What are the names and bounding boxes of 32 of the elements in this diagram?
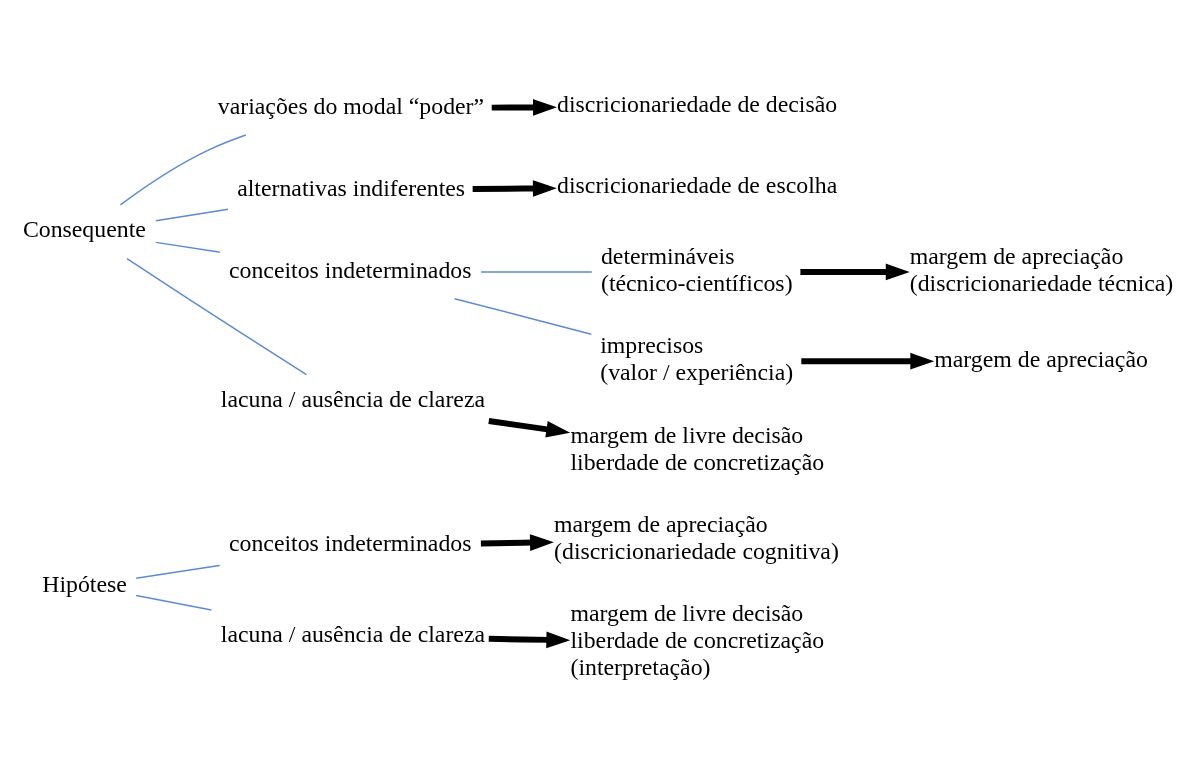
node-text: conceitos indeterminados [228, 256, 472, 283]
node-text: margem de livre decisão liberdade de concretização (interpretação) [570, 600, 825, 680]
node-text: determináveis (técnico-científicos) [600, 243, 793, 296]
node-text: Consequente [22, 216, 146, 243]
connector [135, 564, 221, 579]
arrow [488, 418, 571, 438]
node-text: variações do modal “poder” [217, 92, 485, 119]
arrow [480, 534, 554, 551]
arrow [801, 352, 935, 370]
node-text: margem de apreciação (discricionariedade técnica) [909, 243, 1174, 296]
node-text: lacuna / ausência de clareza [220, 621, 486, 648]
node-text: margem de apreciação (discricionariedade cognitiva) [554, 511, 839, 564]
connector [155, 208, 229, 222]
connector [453, 297, 593, 335]
node-text: Hipótese [42, 570, 127, 597]
connector [126, 257, 308, 376]
node-text: discricionariedade de decisão [557, 91, 838, 118]
connector [155, 241, 221, 253]
node-text: conceitos indeterminados [228, 530, 472, 557]
node-text: lacuna / ausência de clareza [220, 386, 486, 413]
node-text: alternativas indiferentes [237, 174, 466, 201]
arrow [472, 180, 557, 197]
arrow [800, 263, 910, 281]
connector [119, 134, 247, 206]
arrow [488, 631, 571, 649]
connector [480, 271, 593, 273]
node-text: discricionariedade de escolha [557, 171, 838, 198]
node-text: margem de apreciação [934, 345, 1148, 372]
connector [135, 594, 213, 611]
arrow [491, 99, 557, 116]
node-text: margem de livre decisão liberdade de concretização [570, 421, 825, 475]
node-text: imprecisos (valor / experiência) [600, 332, 794, 386]
